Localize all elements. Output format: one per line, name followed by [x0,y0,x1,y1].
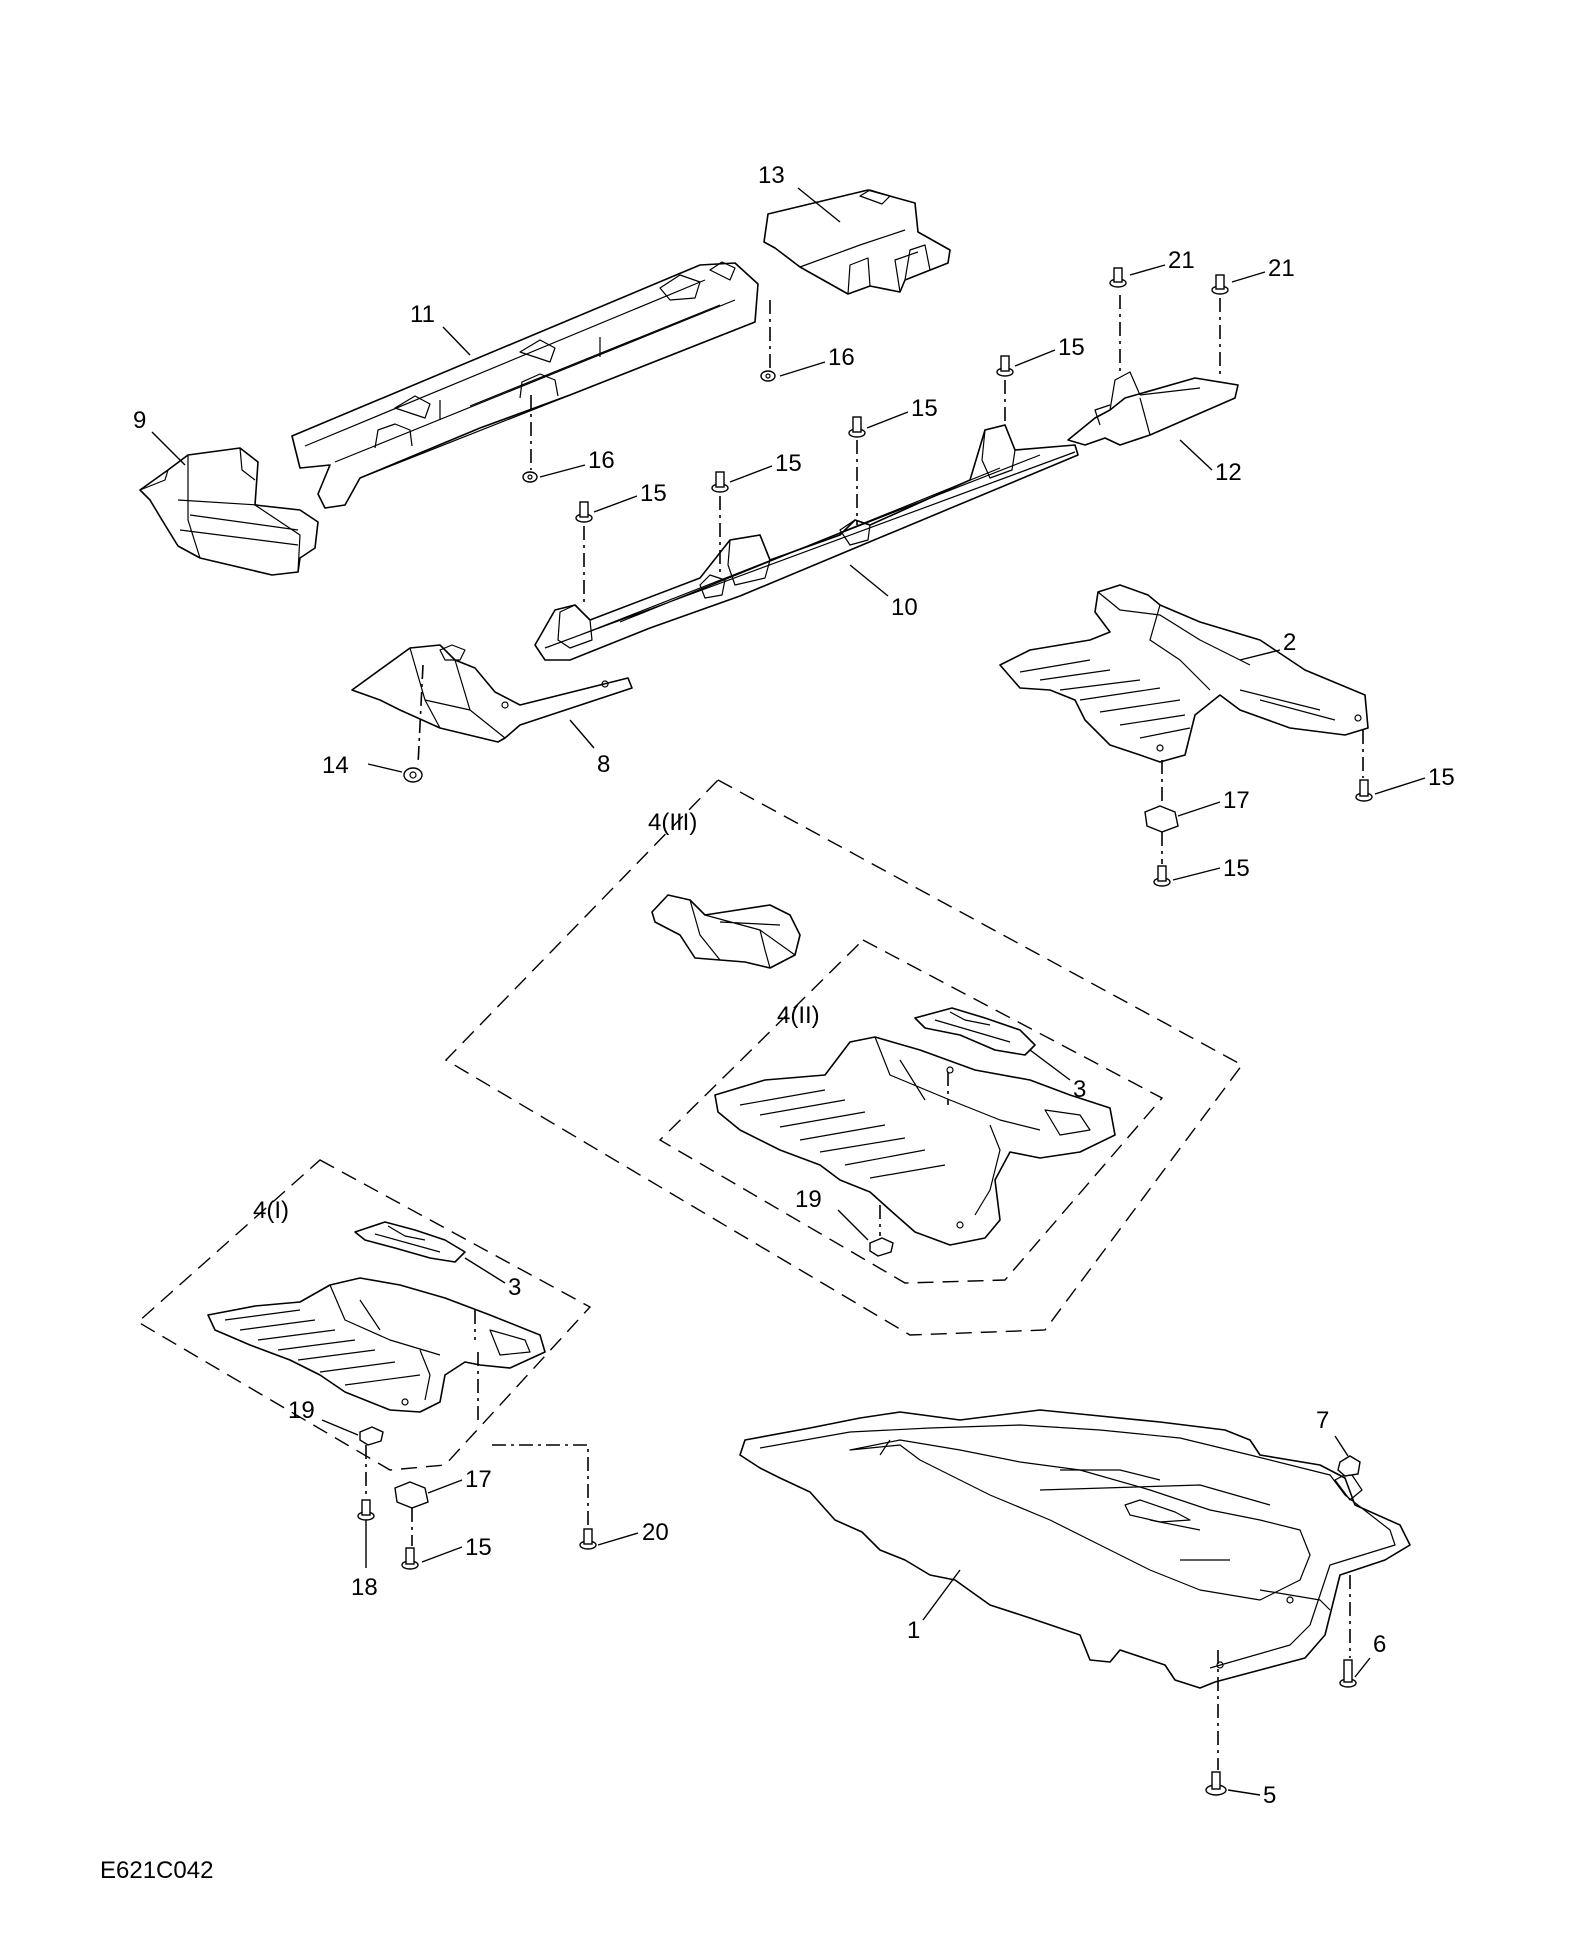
callout-17-a: 17 [1223,787,1250,814]
bolt-15-a [996,355,1014,377]
group-4-ii-outline [658,939,1164,1284]
callout-20: 20 [642,1519,669,1546]
callout-4-i: 4(I) [253,1197,289,1224]
part-3-bracket-upper [914,1007,1036,1056]
callout-labels: 13 11 9 21 21 16 16 15 15 15 15 12 10 2 … [133,162,1455,1809]
callout-2: 2 [1283,629,1296,656]
callout-15-b: 15 [911,395,938,422]
bolt-15-d [575,501,593,523]
callout-16-a: 16 [828,344,855,371]
nut-14 [403,767,423,783]
fasteners [357,267,1373,1796]
callout-3-lower: 3 [508,1274,521,1301]
part-8-bracket [351,644,633,743]
callout-21-b: 21 [1268,255,1295,282]
part-10-rail [534,424,1079,661]
callout-11: 11 [410,301,435,328]
callout-19-a: 19 [795,1186,822,1213]
bolt-5 [1205,1771,1227,1796]
part-2-shield [999,584,1369,763]
bolt-15-b [848,416,866,438]
bolt-15-e [1355,779,1373,802]
bolt-15-g [401,1547,419,1570]
bolt-21-b [1211,274,1229,295]
callout-15-g: 15 [465,1534,492,1561]
part-4-iii-bracket [651,894,801,969]
part-3-bracket-lower [354,1221,466,1263]
callout-4-ii: 4(II) [777,1002,820,1029]
nut-16-b [522,471,538,483]
callout-9: 9 [133,407,146,434]
diagram-code: E621C042 [100,1857,213,1884]
part-12-bracket [1067,371,1239,446]
callout-4-iii: 4(III) [648,809,697,836]
part-11-rail [291,261,759,509]
clip-17-a [1144,805,1179,833]
part-9-shield [139,447,319,576]
callout-15-a: 15 [1058,334,1085,361]
callout-8: 8 [597,751,610,778]
callout-17-b: 17 [465,1466,492,1493]
bolt-20 [579,1528,597,1550]
bolt-21-a [1109,267,1127,288]
callout-21-a: 21 [1168,247,1195,274]
callout-15-d: 15 [640,480,667,507]
bolt-18 [357,1499,375,1521]
part-4-i-shield [207,1277,546,1413]
group-4-i-outline [136,1159,592,1471]
callout-18: 18 [351,1574,378,1601]
callout-3-upper: 3 [1073,1076,1086,1103]
clip-7 [1337,1455,1361,1477]
part-4-ii-shield [714,1036,1116,1246]
callout-14: 14 [322,752,349,779]
callout-5: 5 [1263,1782,1276,1809]
callout-15-e: 15 [1428,764,1455,791]
callout-19-b: 19 [288,1397,315,1424]
nut-16-a [760,370,776,382]
callout-10: 10 [891,594,918,621]
leader-lines [151,187,1426,1796]
installation-lines [365,295,1364,1770]
callout-7: 7 [1316,1407,1329,1434]
part-1-shield [739,1409,1411,1689]
bolt-15-f [1153,865,1171,887]
callout-1: 1 [907,1617,920,1644]
callout-12: 12 [1215,459,1242,486]
bolt-15-c [711,471,729,493]
part-13-shield [763,189,951,295]
clip-17-b [394,1481,429,1509]
callout-13: 13 [758,162,785,189]
bolt-6 [1339,1659,1357,1688]
callout-15-c: 15 [775,450,802,477]
callout-15-f: 15 [1223,855,1250,882]
callout-16-b: 16 [588,447,615,474]
callout-6: 6 [1373,1631,1386,1658]
clip-19-a [869,1237,894,1257]
clip-19-b [359,1426,384,1446]
